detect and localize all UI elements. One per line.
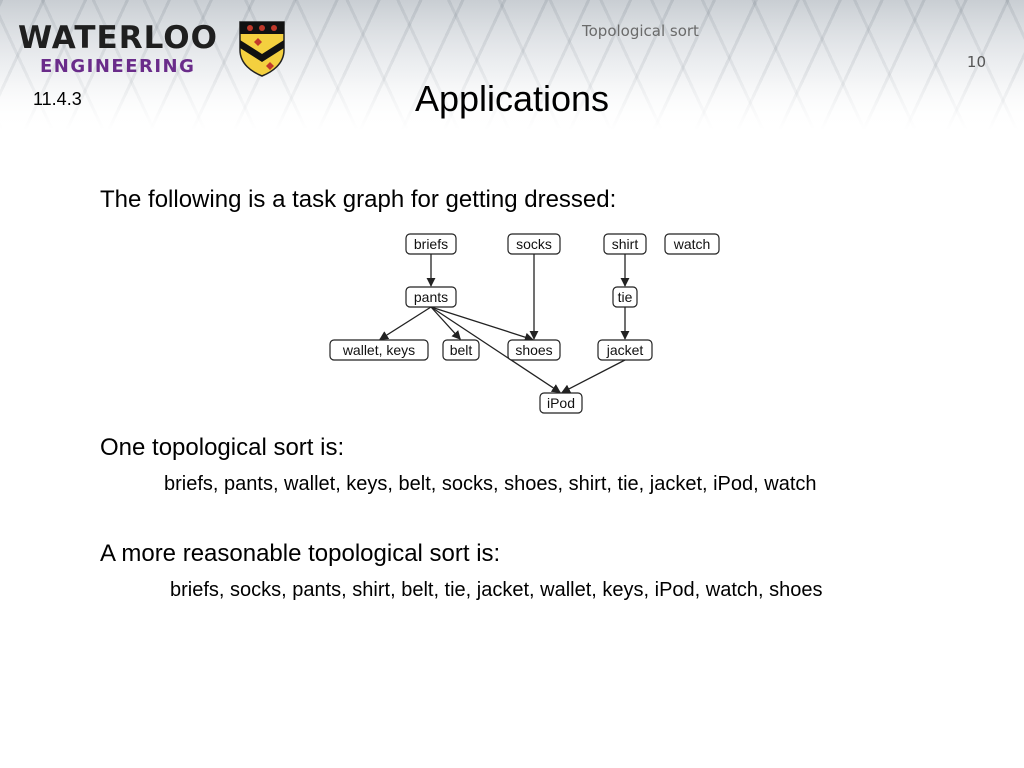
graph-node-box [612, 286, 638, 308]
graph-node-label: shirt [612, 236, 639, 252]
graph-node-label: belt [450, 342, 473, 358]
graph-node-shirt: shirt [603, 233, 647, 255]
graph-node-box [405, 286, 457, 308]
graph-node-belt: belt [442, 339, 480, 361]
graph-node-jacket: jacket [597, 339, 653, 361]
sort2-sequence: briefs, socks, pants, shirt, belt, tie, … [170, 579, 823, 601]
graph-node-box [442, 339, 480, 361]
graph-node-ipod: iPod [539, 392, 583, 414]
graph-node-tie: tie [612, 286, 638, 308]
graph-node-box [597, 339, 653, 361]
graph-node-box [507, 233, 561, 255]
logo-subtitle: ENGINEERING [40, 56, 196, 77]
graph-node-label: pants [414, 289, 448, 305]
intro-text: The following is a task graph for gettin… [100, 186, 617, 213]
graph-node-socks: socks [507, 233, 561, 255]
slide-title: Applications [414, 78, 610, 119]
graph-node-briefs: briefs [405, 233, 457, 255]
graph-node-label: wallet, keys [342, 342, 415, 358]
crest-icon [239, 21, 285, 77]
graph-node-box [507, 339, 561, 361]
task-graph: briefs socks shirt watch pants tie wallet, key… [329, 233, 720, 414]
graph-node-box [405, 233, 457, 255]
graph-node-box [664, 233, 720, 255]
graph-node-label: briefs [414, 236, 448, 252]
graph-node-box [329, 339, 429, 361]
graph-node-label: watch [673, 236, 711, 252]
graph-node-label: jacket [606, 342, 644, 358]
sort1-heading: One topological sort is: [100, 434, 345, 461]
graph-node-box [603, 233, 647, 255]
deck-title: Topological sort [582, 22, 699, 40]
graph-node-label: socks [516, 236, 552, 252]
graph-node-watch: watch [664, 233, 720, 255]
graph-node-label: iPod [547, 395, 575, 411]
graph-node-label: shoes [515, 342, 552, 358]
graph-node-label: tie [618, 289, 633, 305]
graph-node-wallet: wallet, keys [329, 339, 429, 361]
edge-pants-ipod [430, 306, 561, 393]
section-number: 11.4.3 [33, 89, 82, 109]
logo-wordmark: WATERLOO [18, 20, 218, 56]
header-fade [0, 0, 1024, 130]
edge-pants-wallet [379, 306, 432, 341]
graph-node-pants: pants [405, 286, 457, 308]
edge-pants-shoes [430, 306, 534, 342]
sort2-heading: A more reasonable topological sort is: [100, 540, 501, 567]
edge-jacket-ipod [561, 359, 626, 394]
edge-pants-belt [430, 306, 461, 340]
graph-node-shoes: shoes [507, 339, 561, 361]
page-number: 10 [966, 53, 986, 71]
graph-node-box [539, 392, 583, 414]
sort1-sequence: briefs, pants, wallet, keys, belt, socks… [164, 473, 817, 495]
